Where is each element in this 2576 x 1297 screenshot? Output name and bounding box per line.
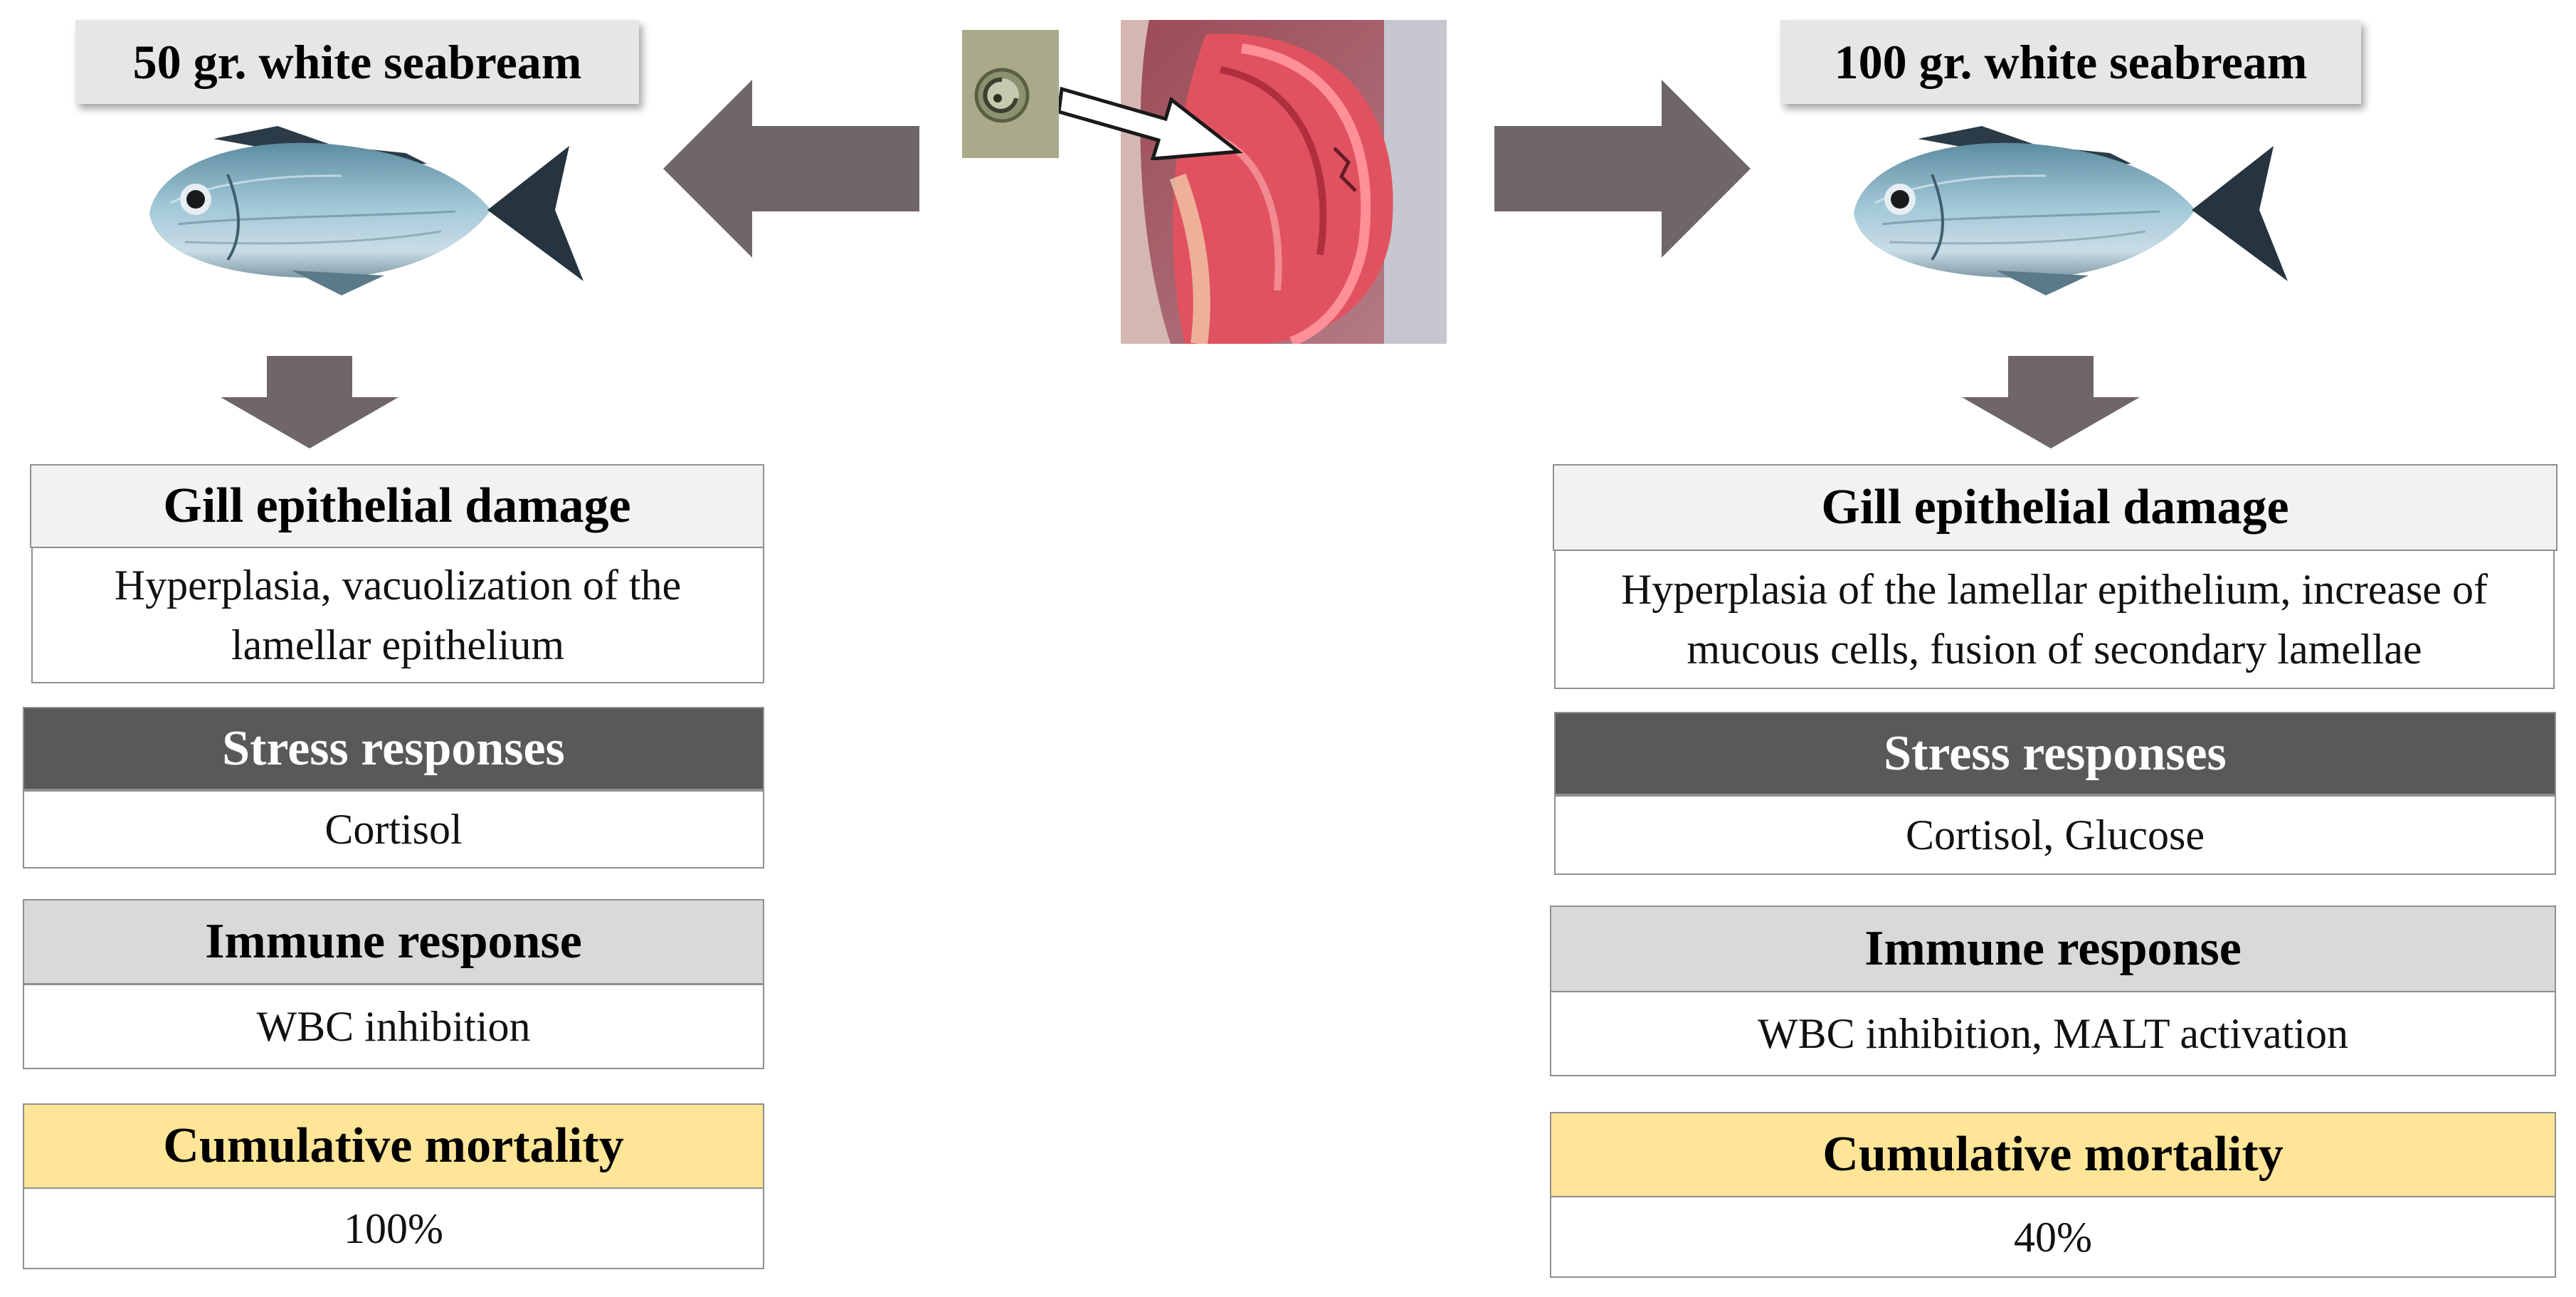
down-arrow-right [1962, 356, 2140, 448]
right-immune-header: Immune response [1550, 905, 2556, 992]
right-gill-damage-body: Hyperplasia of the lamellar epithelium, … [1554, 550, 2555, 689]
left-gill-damage-body: Hyperplasia, vacuolization of the lamell… [31, 547, 764, 683]
left-immune-body: WBC inhibition [23, 984, 764, 1069]
left-title: 50 gr. white seabream [75, 20, 639, 104]
right-stress-header: Stress responses [1554, 712, 2556, 795]
right-title: 100 gr. white seabream [1780, 20, 2361, 104]
right-immune-body: WBC inhibition, MALT activation [1550, 991, 2556, 1076]
left-gill-damage-header: Gill epithelial damage [30, 464, 764, 548]
white-seabream-fish-icon [149, 126, 584, 295]
left-stress-body: Cortisol [23, 790, 764, 868]
left-mortality-header: Cumulative mortality [23, 1103, 764, 1189]
right-mortality-header: Cumulative mortality [1550, 1112, 2556, 1197]
down-arrow-left [221, 356, 398, 448]
white-pointer-arrow [1059, 86, 1243, 160]
right-mortality-body: 40% [1550, 1196, 2556, 1278]
right-gill-damage-header: Gill epithelial damage [1553, 464, 2557, 551]
parasite-cell-icon [962, 30, 1059, 158]
left-stress-header: Stress responses [23, 707, 764, 790]
right-stress-body: Cortisol, Glucose [1554, 795, 2556, 875]
white-seabream-fish-icon [1854, 126, 2288, 295]
right-pointing-arrow [1494, 80, 1751, 258]
left-immune-header: Immune response [23, 899, 764, 984]
left-mortality-body: 100% [23, 1187, 764, 1269]
left-pointing-arrow [663, 80, 919, 258]
